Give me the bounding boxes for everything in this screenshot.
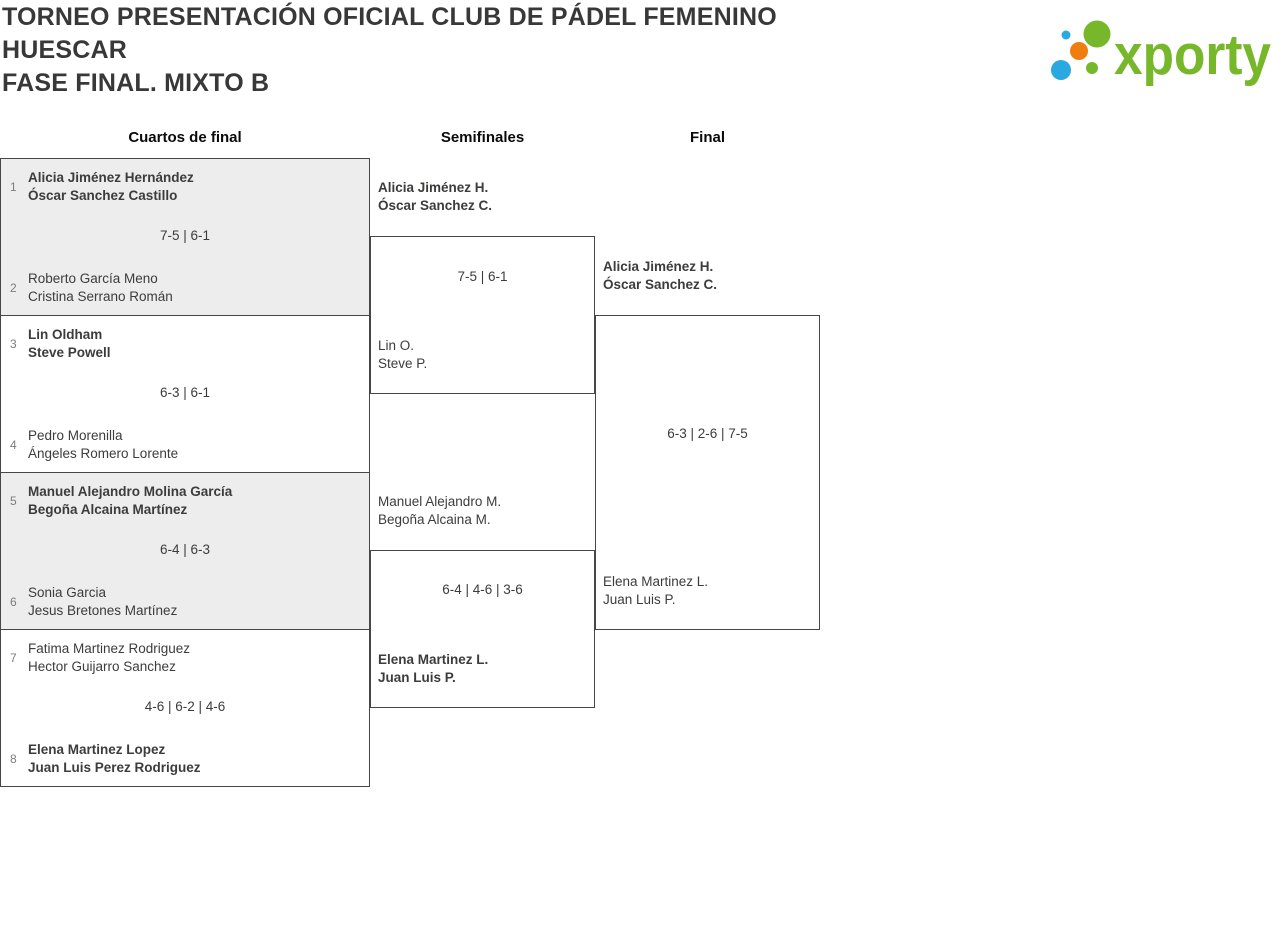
team-names: Alicia Jiménez H. Óscar Sanchez C. bbox=[603, 258, 717, 294]
team-names: Sonia Garcia Jesus Bretones Martínez bbox=[28, 584, 177, 620]
player-name: Alicia Jiménez Hernández bbox=[28, 170, 194, 185]
team-names: Alicia Jiménez H. Óscar Sanchez C. bbox=[378, 179, 492, 215]
team-names: Manuel Alejandro M. Begoña Alcaina M. bbox=[378, 493, 501, 529]
round-header-semifinals: Semifinales bbox=[440, 129, 525, 146]
player-name: Juan Luis P. bbox=[603, 592, 676, 607]
seed-number: 8 bbox=[10, 752, 17, 766]
seed-number: 4 bbox=[10, 438, 17, 452]
player-name: Pedro Morenilla bbox=[28, 428, 123, 443]
seed-number: 7 bbox=[10, 651, 17, 665]
match-score: 6-3 | 2-6 | 7-5 bbox=[667, 426, 748, 441]
team-names: Alicia Jiménez Hernández Óscar Sanchez C… bbox=[28, 169, 194, 205]
player-name: Juan Luis Perez Rodriguez bbox=[28, 760, 201, 775]
team-names: Lin Oldham Steve Powell bbox=[28, 326, 111, 362]
match-final-box bbox=[595, 315, 820, 630]
player-name: Alicia Jiménez H. bbox=[603, 259, 714, 274]
title-line: HUESCAR bbox=[2, 36, 128, 64]
logo-wordmark: xporty bbox=[1114, 23, 1271, 87]
player-name: Jesus Bretones Martínez bbox=[28, 603, 178, 618]
team-names: Pedro Morenilla Ángeles Romero Lorente bbox=[28, 427, 178, 463]
player-name: Steve P. bbox=[378, 356, 428, 371]
player-name: Elena Martinez L. bbox=[378, 652, 489, 667]
match-semifinal-2-box bbox=[370, 550, 595, 708]
match-quarterfinal-1: 1 Alicia Jiménez Hernández Óscar Sanchez… bbox=[0, 158, 370, 316]
team-names: Elena Martinez L. Juan Luis P. bbox=[378, 651, 488, 687]
player-name: Begoña Alcaina Martínez bbox=[28, 502, 188, 517]
player-name: Manuel Alejandro Molina García bbox=[28, 484, 233, 499]
match-score: 7-5 | 6-1 bbox=[457, 269, 508, 284]
team-names: Roberto García Meno Cristina Serrano Rom… bbox=[28, 270, 173, 306]
player-name: Hector Guijarro Sanchez bbox=[28, 659, 176, 674]
team-names: Fatima Martinez Rodriguez Hector Guijarr… bbox=[28, 640, 190, 676]
player-name: Óscar Sanchez C. bbox=[603, 277, 718, 292]
team-names: Elena Martinez L. Juan Luis P. bbox=[603, 573, 708, 609]
logo-dot-blue-small bbox=[1061, 30, 1071, 40]
match-semifinal-1-box bbox=[370, 236, 595, 394]
logo-dot-green-large bbox=[1083, 20, 1111, 48]
player-name: Fatima Martinez Rodriguez bbox=[28, 641, 191, 656]
player-name: Alicia Jiménez H. bbox=[378, 180, 489, 195]
player-name: Lin O. bbox=[378, 338, 415, 353]
player-name: Sonia Garcia bbox=[28, 585, 107, 600]
match-score: 6-4 | 6-3 bbox=[159, 542, 211, 557]
seed-number: 1 bbox=[10, 180, 17, 194]
match-score: 6-4 | 4-6 | 3-6 bbox=[442, 582, 523, 597]
seed-number: 3 bbox=[10, 337, 17, 351]
player-name: Cristina Serrano Román bbox=[28, 289, 173, 304]
round-header-quarterfinals: Cuartos de final bbox=[128, 129, 242, 146]
seed-number: 5 bbox=[10, 494, 17, 508]
title-line: FASE FINAL. MIXTO B bbox=[2, 69, 270, 97]
player-name: Lin Oldham bbox=[28, 327, 103, 342]
logo-dot-orange bbox=[1070, 42, 1088, 60]
player-name: Elena Martinez Lopez bbox=[28, 742, 166, 757]
player-name: Begoña Alcaina M. bbox=[378, 512, 491, 527]
match-score: 7-5 | 6-1 bbox=[159, 228, 211, 243]
player-name: Manuel Alejandro M. bbox=[378, 494, 502, 509]
title-line: TORNEO PRESENTACIÓN OFICIAL CLUB DE PÁDE… bbox=[2, 3, 777, 31]
match-quarterfinal-3: 5 Manuel Alejandro Molina García Begoña … bbox=[0, 472, 370, 630]
team-names: Lin O. Steve P. bbox=[378, 337, 427, 373]
tournament-title: TORNEO PRESENTACIÓN OFICIAL CLUB DE PÁDE… bbox=[2, 1, 777, 100]
seed-number: 2 bbox=[10, 281, 17, 295]
match-quarterfinal-4: 7 Fatima Martinez Rodriguez Hector Guija… bbox=[0, 629, 370, 787]
match-quarterfinal-2: 3 Lin Oldham Steve Powell 6-3 | 6-1 4 Pe… bbox=[0, 315, 370, 473]
xporty-logo[interactable]: xporty bbox=[1046, 8, 1278, 88]
round-header-final: Final bbox=[689, 129, 725, 146]
player-name: Steve Powell bbox=[28, 345, 111, 360]
team-names: Elena Martinez Lopez Juan Luis Perez Rod… bbox=[28, 741, 201, 777]
player-name: Ángeles Romero Lorente bbox=[28, 446, 179, 461]
match-score: 6-3 | 6-1 bbox=[159, 385, 211, 400]
player-name: Roberto García Meno bbox=[28, 271, 158, 286]
player-name: Elena Martinez L. bbox=[603, 574, 709, 589]
match-score: 4-6 | 6-2 | 4-6 bbox=[144, 699, 226, 714]
player-name: Óscar Sanchez Castillo bbox=[28, 188, 178, 203]
logo-dot-green-small bbox=[1086, 62, 1098, 74]
player-name: Juan Luis P. bbox=[378, 670, 456, 685]
seed-number: 6 bbox=[10, 595, 17, 609]
team-names: Manuel Alejandro Molina García Begoña Al… bbox=[28, 483, 232, 519]
player-name: Óscar Sanchez C. bbox=[378, 198, 493, 213]
logo-dot-blue-large bbox=[1051, 60, 1071, 80]
